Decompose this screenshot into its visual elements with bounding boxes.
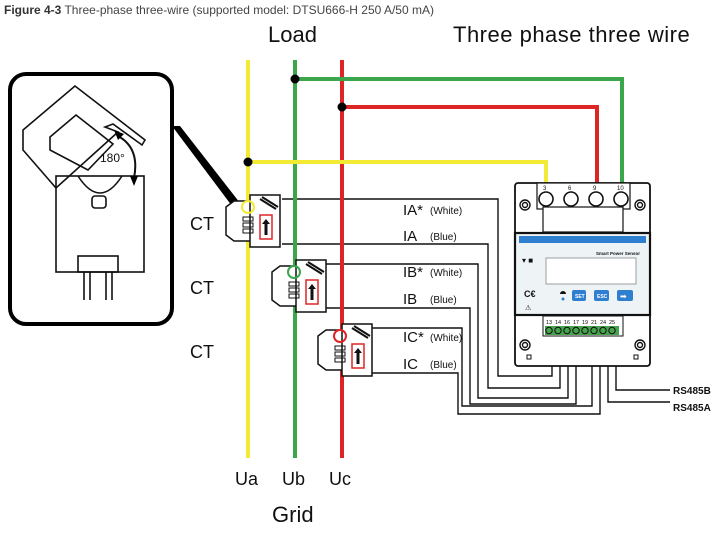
- phase-c-tap: [342, 105, 599, 190]
- wire-label-ia: IA: [403, 228, 417, 245]
- wire-label-ib-star: IB*: [403, 264, 423, 281]
- ct-label-b: CT: [190, 278, 214, 298]
- svg-text:16: 16: [564, 320, 570, 326]
- junction-a: [243, 157, 253, 167]
- svg-text:21: 21: [591, 320, 597, 326]
- inset-pointer: [172, 126, 240, 206]
- svg-text:17: 17: [573, 320, 579, 326]
- top-terminal-screws: [538, 191, 629, 207]
- wire-ia: [282, 243, 561, 389]
- meter-esc-button[interactable]: [594, 290, 609, 301]
- phase-b-tap: [295, 77, 624, 190]
- svg-text:25: 25: [609, 320, 615, 326]
- bottom-terminal-screws: [545, 326, 616, 335]
- phase-label-ub: Ub: [282, 469, 305, 489]
- rs485a-label: RS485A: [673, 403, 711, 414]
- junction-c: [337, 102, 347, 112]
- wire-color-ib: (Blue): [430, 295, 457, 306]
- bottom-terminal-numbers: 13 14 16 17 19 21 24 25: [546, 320, 615, 326]
- svg-text:19: 19: [582, 320, 588, 326]
- meter-status-icon: ▾ ■: [522, 256, 533, 265]
- meter-buttons: SET ESC ➡: [572, 290, 633, 301]
- svg-text:➡: ➡: [620, 292, 627, 301]
- ct-label-a: CT: [190, 214, 214, 234]
- rs485b-label: RS485B: [673, 386, 711, 397]
- diagram-title: Three phase three wire: [453, 22, 690, 47]
- figure-label: Figure 4-3: [4, 3, 62, 17]
- load-label: Load: [268, 22, 317, 47]
- svg-text:SET: SET: [575, 294, 585, 300]
- svg-text:13: 13: [546, 320, 552, 326]
- phase-a-tap: [248, 160, 548, 190]
- wire-ib: [324, 307, 577, 405]
- angle-label: 180°: [100, 151, 125, 165]
- wire-label-ic: IC: [403, 356, 418, 373]
- meter-set-button[interactable]: [572, 290, 586, 301]
- ct-clamp-c: [317, 323, 373, 377]
- junction-b: [290, 74, 300, 84]
- top-terminal-numbers: 3 6 9 10: [543, 186, 624, 192]
- meter-next-button[interactable]: [617, 290, 633, 301]
- wire-ib-star: [324, 263, 569, 399]
- svg-text:9: 9: [593, 186, 597, 192]
- wire-color-ic-star: (White): [430, 333, 462, 344]
- phase-conductors: [246, 60, 624, 458]
- ct-clamp-b: [271, 259, 327, 313]
- ce-mark-icon: C€: [524, 289, 536, 299]
- ct-wire-labels: IA* (White) IA (Blue) IB* (White) IB (Bl…: [403, 202, 462, 373]
- svg-text:14: 14: [555, 320, 561, 326]
- figure-caption-text: Three-phase three-wire (supported model:…: [61, 3, 434, 17]
- wire-color-ic: (Blue): [430, 360, 457, 371]
- svg-text:24: 24: [600, 320, 606, 326]
- junction-dots: [243, 74, 347, 167]
- wire-label-ic-star: IC*: [403, 329, 424, 346]
- grid-label: Grid: [272, 502, 314, 527]
- wire-ic-star: [372, 327, 593, 407]
- figure-caption: Figure 4-3 Three-phase three-wire (suppo…: [4, 3, 434, 17]
- mount-holes: [519, 199, 646, 351]
- wire-label-ib: IB: [403, 291, 417, 308]
- ct-clamp-a: [225, 194, 281, 248]
- wire-ic: [372, 334, 601, 415]
- wire-label-ia-star: IA*: [403, 202, 423, 219]
- meter-header-bar: [519, 236, 646, 243]
- smart-power-sensor: 3 6 9 10 Smart Power Sensor ▾ ■ C€ ⚠ SET…: [513, 182, 652, 367]
- ct-detail-inset: 180°: [8, 72, 240, 326]
- ct-label-c: CT: [190, 342, 214, 362]
- meter-lcd: [545, 257, 637, 285]
- wire-color-ia: (Blue): [430, 232, 457, 243]
- svg-text:6: 6: [568, 186, 572, 192]
- warning-icon: ⚠: [525, 304, 531, 312]
- wire-color-ib-star: (White): [430, 268, 462, 279]
- meter-bell-icon: [560, 291, 566, 294]
- svg-text:3: 3: [543, 186, 547, 192]
- phase-label-uc: Uc: [329, 469, 351, 489]
- svg-text:10: 10: [617, 186, 624, 192]
- meter-brand: Smart Power Sensor: [596, 251, 640, 256]
- svg-text:ESC: ESC: [597, 294, 608, 300]
- phase-label-ua: Ua: [235, 469, 259, 489]
- wire-color-ia-star: (White): [430, 206, 462, 217]
- ct-clamp-drawing: [22, 84, 147, 300]
